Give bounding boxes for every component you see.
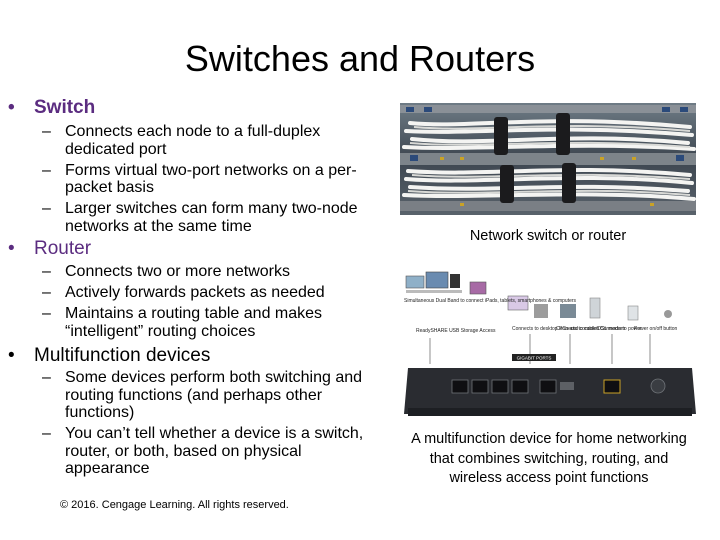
- list-item: –Connects each node to a full-duplex ded…: [42, 123, 382, 158]
- network-switch-image: [400, 103, 696, 215]
- list-item-text: Some devices perform both switching and …: [65, 369, 363, 421]
- list-item-text: Connects each node to a full-duplex dedi…: [65, 123, 321, 158]
- bullet-multifunction: • Multifunction devices: [8, 345, 210, 367]
- bullet-glyph: •: [8, 238, 15, 259]
- diagram-label-power: Connects to power: [600, 326, 642, 332]
- bullet-label: Switch: [34, 97, 96, 118]
- dash-glyph: –: [42, 425, 51, 442]
- diagram-label-desktop: Connects to desktop PCs and consoles: [512, 326, 600, 332]
- dash-glyph: –: [42, 284, 51, 301]
- list-item-text: Forms virtual two-port networks on a per…: [65, 161, 357, 197]
- dash-glyph: –: [42, 263, 51, 280]
- switch-caption: Network switch or router: [469, 228, 627, 244]
- dash-glyph: –: [42, 123, 51, 140]
- bullet-router: • Router: [8, 238, 91, 260]
- list-item: –Forms virtual two-port networks on a pe…: [42, 162, 382, 197]
- diagram-label-modem: Connects to cable/DSL modem: [556, 326, 625, 332]
- list-item: –Actively forwards packets as needed: [42, 284, 382, 302]
- dash-glyph: –: [42, 161, 51, 179]
- gigabit-ports-badge: GIGABIT PORTS: [517, 356, 552, 361]
- slide-title: Switches and Routers: [184, 38, 536, 79]
- diagram-label-button: Power on/off button: [634, 326, 677, 332]
- bullet-label: Router: [34, 238, 92, 259]
- dash-glyph: –: [42, 369, 51, 386]
- bullet-label: Multifunction devices: [34, 345, 211, 366]
- multifunction-router-figure: Simultaneous Dual Band to connect iPads,…: [400, 268, 700, 420]
- dash-glyph: –: [42, 200, 51, 217]
- router-illustration: Simultaneous Dual Band to connect iPads,…: [404, 271, 696, 416]
- diagram-label-usb: ReadySHARE USB Storage Access: [416, 328, 496, 334]
- list-item-text: Actively forwards packets as needed: [65, 284, 325, 301]
- list-item: –Some devices perform both switching and…: [42, 369, 378, 422]
- bullet-switch: • Switch: [8, 97, 95, 119]
- list-item-text: Maintains a routing table and makes “int…: [65, 305, 323, 340]
- bullet-glyph: •: [8, 97, 15, 118]
- bullet-glyph: •: [8, 345, 15, 366]
- copyright-notice: © 2016. Cengage Learning. All rights res…: [60, 499, 289, 511]
- switch-subpoints: –Connects each node to a full-duplex ded…: [42, 123, 382, 239]
- list-item-text: Connects two or more networks: [65, 263, 290, 280]
- list-item: –Maintains a routing table and makes “in…: [42, 305, 382, 340]
- multifunction-subpoints: –Some devices perform both switching and…: [42, 369, 378, 481]
- list-item: –Connects two or more networks: [42, 263, 382, 281]
- network-switch-photo: [400, 103, 696, 215]
- list-item: –Larger switches can form many two-node …: [42, 200, 382, 235]
- list-item-text: Larger switches can form many two-node n…: [65, 200, 358, 235]
- multifunction-caption: A multifunction device for home networki…: [411, 431, 687, 486]
- list-item: –You can’t tell whether a device is a sw…: [42, 425, 378, 478]
- list-item-text: You can’t tell whether a device is a swi…: [65, 425, 364, 477]
- diagram-label-wireless: Simultaneous Dual Band to connect iPads,…: [404, 298, 577, 304]
- router-subpoints: –Connects two or more networks –Actively…: [42, 263, 382, 344]
- dash-glyph: –: [42, 305, 51, 322]
